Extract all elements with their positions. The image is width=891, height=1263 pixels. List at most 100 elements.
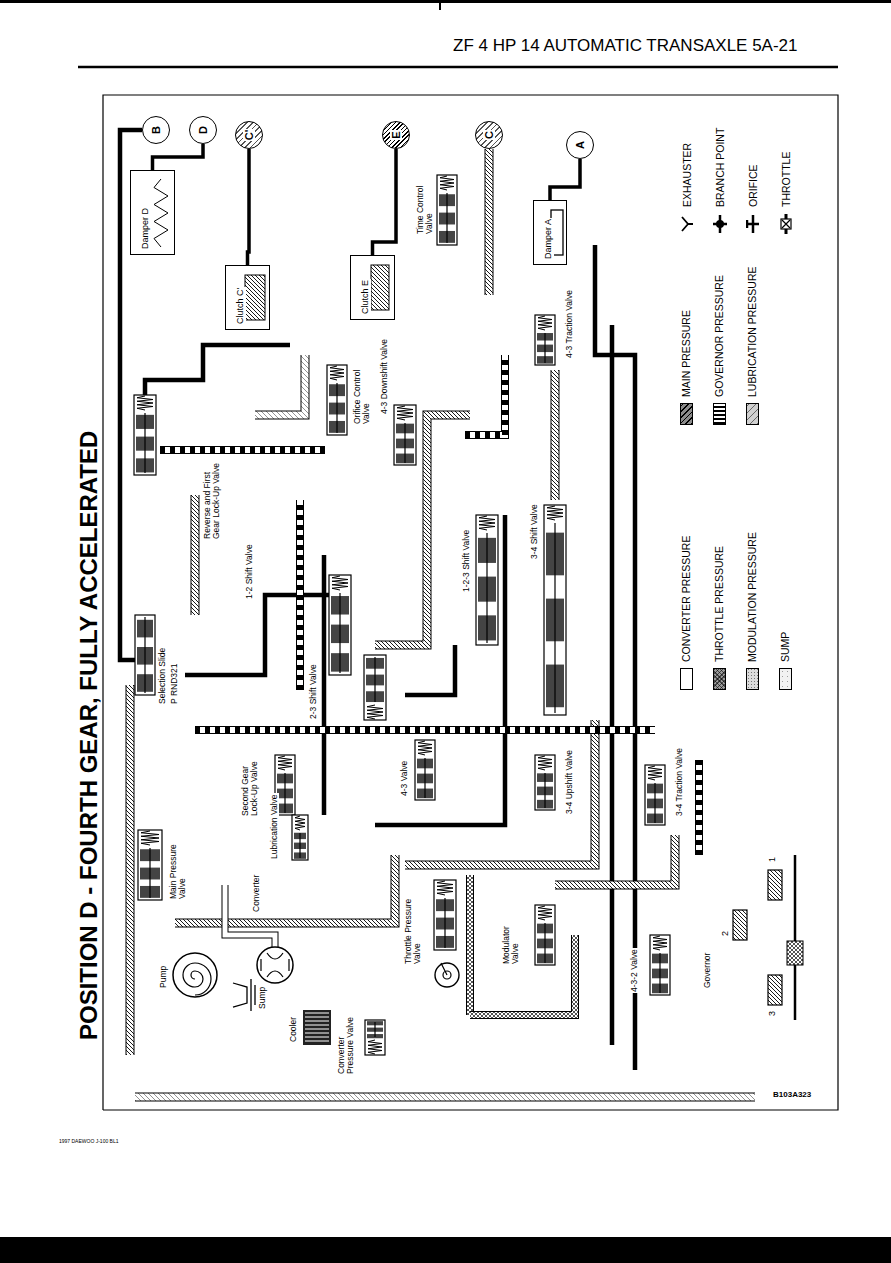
channel-line — [296, 500, 304, 690]
legend-swatch — [713, 668, 726, 690]
valve-stem — [446, 193, 447, 243]
legend-row: ORIFICE — [746, 164, 760, 235]
channel-line — [375, 515, 505, 825]
cooler-fin — [305, 1033, 329, 1034]
cooler-fin — [305, 1029, 329, 1030]
cooler-fin — [305, 1021, 329, 1022]
pump-symbol — [173, 953, 217, 997]
part-label: 4-3-2 Valve — [630, 948, 639, 993]
valve-body — [476, 515, 498, 645]
valve-spool — [292, 815, 308, 860]
channel-line — [322, 555, 327, 815]
valve-body — [329, 575, 351, 675]
valve-spool — [476, 515, 498, 645]
governor-shaft — [794, 855, 797, 1020]
valve-stem — [336, 383, 337, 433]
legend-text: MODULATION PRESSURE — [746, 532, 759, 662]
converter-vanes — [261, 953, 289, 977]
channel-line — [297, 500, 303, 690]
pressure-channels — [103, 95, 838, 1110]
valve-stem — [654, 783, 655, 823]
part-label: Second Gear Lock-Up Valve — [241, 747, 260, 817]
cooler-fin — [305, 1017, 329, 1018]
valve-stem — [144, 413, 145, 473]
part-label: Reverse and First Gear Lock-Up Valve — [203, 456, 222, 540]
connector-circle: E — [382, 121, 410, 149]
bottom-bar — [0, 1237, 891, 1263]
pump-spiral — [183, 963, 211, 995]
converter-symbol — [257, 947, 293, 983]
legend-swatch — [680, 403, 693, 425]
channel-line — [555, 835, 675, 885]
channel-line — [552, 370, 559, 500]
spring-symbol — [538, 756, 552, 770]
part-label: 4-3 Valve — [400, 760, 409, 797]
connector-layer — [75, 90, 850, 1115]
valve-body — [544, 505, 566, 715]
valve-stem — [486, 533, 487, 643]
valve-stem — [424, 758, 425, 798]
channel-line — [225, 885, 275, 947]
connector-circle: C' — [235, 121, 263, 149]
part-label: Orifice Control Valve — [353, 365, 372, 425]
spring-symbol — [479, 516, 495, 530]
channel-line — [405, 645, 455, 695]
valve-spool — [535, 905, 555, 965]
channel-line — [175, 855, 395, 923]
valve-spool — [134, 395, 156, 475]
legend-symbol — [779, 213, 793, 235]
spring-symbol — [538, 906, 552, 920]
governor-weight — [768, 870, 782, 900]
channel-line — [470, 935, 575, 1015]
spring-symbol — [330, 366, 344, 380]
legend-swatch — [713, 403, 726, 425]
channel-line — [695, 760, 703, 855]
legend-row: MAIN PRESSURE — [680, 310, 693, 425]
channel-line — [551, 370, 560, 500]
spring-symbol — [440, 176, 454, 190]
cooler-symbol — [303, 1010, 331, 1045]
legend-swatch — [779, 668, 792, 690]
legend-text: THROTTLE — [780, 152, 793, 207]
legend-swatch — [746, 668, 759, 690]
spring-symbol — [154, 179, 168, 247]
channel-line — [465, 355, 505, 435]
cooler-fin — [305, 1025, 329, 1026]
channel-line — [467, 875, 473, 1015]
pressure-line — [248, 149, 250, 265]
valve-spool — [135, 615, 155, 695]
valve-body — [364, 655, 386, 720]
node-text: Damper A — [544, 218, 554, 260]
connector-circle: B — [142, 116, 170, 144]
channel-line — [486, 149, 493, 295]
branch-dot — [716, 220, 724, 228]
node-text: Clutch C' — [236, 287, 246, 325]
node-text: Clutch E — [361, 279, 371, 315]
legend-symbol — [713, 213, 727, 235]
spring-symbol — [295, 816, 305, 830]
channel-line — [185, 595, 329, 675]
spring-symbol — [648, 766, 662, 780]
legend-text: CONVERTER PRESSURE — [680, 536, 693, 662]
spring-symbol — [368, 1040, 382, 1054]
part-label: Time Control Valve — [416, 171, 435, 235]
part-label: Converter — [252, 874, 261, 913]
cooler-fin — [305, 1013, 329, 1014]
part-label: Throttle Pressure Valve — [404, 897, 423, 965]
valve-body — [365, 1020, 385, 1055]
channel-line — [126, 685, 135, 1055]
page-note: 1997 DAEWOO J-100 BL1 — [58, 1139, 119, 1145]
legend-row: LUBRICATION PRESSURE — [746, 267, 759, 426]
part-label: Cooler — [289, 1016, 298, 1043]
channel-line — [555, 835, 675, 885]
legend-row: BRANCH POINT — [713, 128, 727, 235]
channel-line — [192, 495, 199, 615]
part-label: 1-2 Shift Valve — [245, 543, 254, 600]
channel-line — [127, 685, 134, 1055]
connector-circle: A — [566, 131, 594, 159]
valve-body — [292, 815, 308, 860]
pressure-line — [153, 144, 204, 170]
top-rule — [0, 0, 891, 3]
orifice-symbol — [747, 215, 759, 233]
